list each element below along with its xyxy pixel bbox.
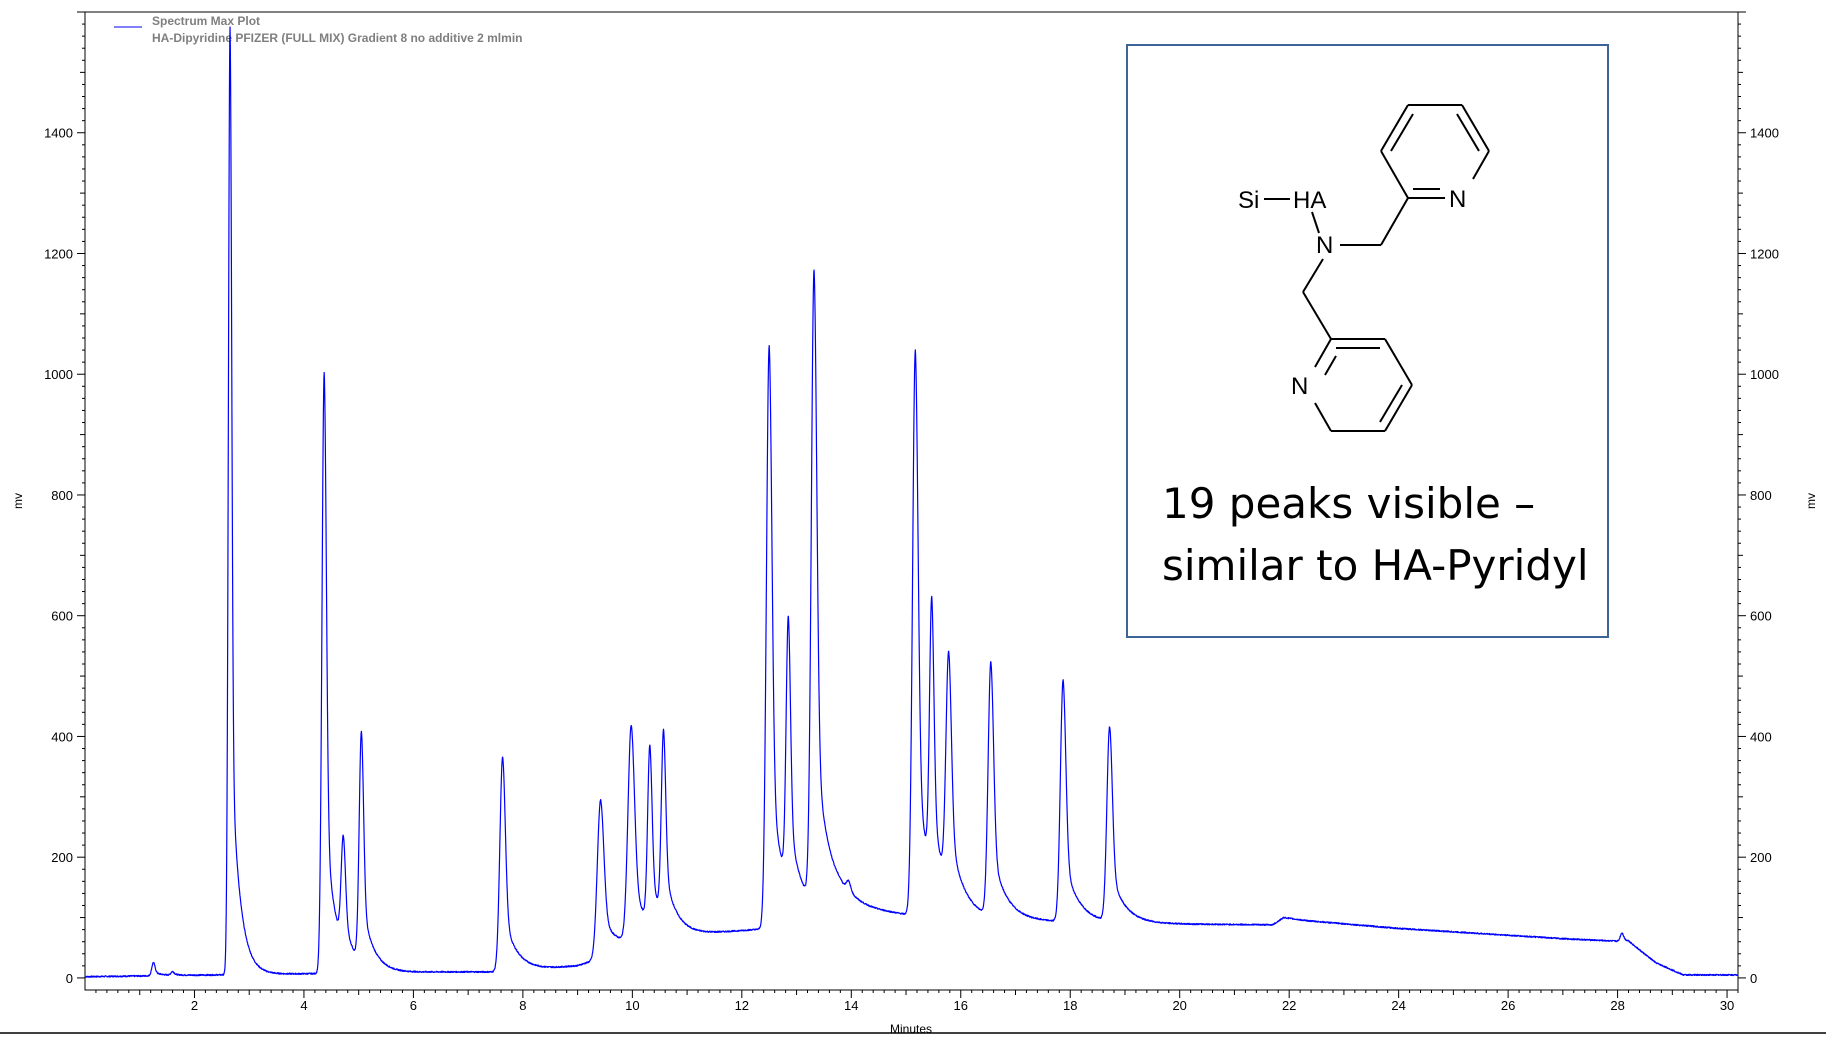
y-tick-label-right: 600 [1750, 609, 1772, 624]
x-tick-label: 26 [1501, 998, 1515, 1013]
x-tick-label: 24 [1391, 998, 1405, 1013]
y-tick-label-right: 0 [1750, 971, 1757, 986]
y-tick-label-left: 0 [66, 971, 73, 986]
x-tick-label: 8 [519, 998, 526, 1013]
y-tick-label-left: 1400 [44, 126, 73, 141]
ch2-ring-top-bond [1380, 197, 1409, 246]
pyridine-top-n-label: N [1449, 186, 1466, 213]
y-axis-label-right: mv [1804, 493, 1818, 509]
y-axis-left: 0 200 400 600 800 1000 1200 1400 [44, 11, 85, 986]
x-tick-label: 18 [1063, 998, 1077, 1013]
x-tick-label: 6 [410, 998, 417, 1013]
plot-area-frame [84, 11, 1739, 991]
x-tick-label: 22 [1282, 998, 1296, 1013]
x-tick-label: 28 [1610, 998, 1624, 1013]
ch2-ring-bottom-bond [1302, 291, 1332, 340]
legend-subtitle: HA-Dipyridine PFIZER (FULL MIX) Gradient… [152, 31, 522, 45]
amine-n-label: N [1316, 232, 1333, 259]
x-tick-label: 14 [844, 998, 858, 1013]
y-tick-label-left: 200 [51, 850, 73, 865]
x-tick-label: 30 [1720, 998, 1734, 1013]
ha-n-bond [1311, 211, 1320, 234]
x-tick-label: 12 [735, 998, 749, 1013]
y-tick-label-left: 800 [51, 488, 73, 503]
x-tick-label: 4 [300, 998, 307, 1013]
y-tick-label-right: 1000 [1750, 367, 1779, 382]
y-tick-label-left: 1000 [44, 367, 73, 382]
y-axis-right: 0 200 400 600 800 1000 1200 1400 [1738, 11, 1779, 986]
si-label: Si [1238, 187, 1259, 214]
y-tick-label-right: 1400 [1750, 126, 1779, 141]
y-tick-label-right: 400 [1750, 729, 1772, 744]
annotation-line-2: similar to HA-Pyridyl [1162, 541, 1589, 590]
pyridine-bottom-n-label: N [1291, 373, 1308, 400]
x-axis-label: Minutes [890, 1022, 932, 1036]
n-ch2-bottom-bond [1302, 258, 1324, 293]
y-tick-label-right: 1200 [1750, 246, 1779, 261]
x-tick-label: 2 [191, 998, 198, 1013]
annotation-line-1: 19 peaks visible – [1162, 479, 1535, 528]
inset-box [1126, 44, 1609, 638]
y-tick-label-right: 800 [1750, 488, 1772, 503]
y-tick-label-left: 600 [51, 609, 73, 624]
x-tick-label: 20 [1172, 998, 1186, 1013]
legend-entry: Spectrum Max Plot [152, 14, 260, 28]
molecule-structure: Si HA N N [1238, 104, 1490, 432]
chromatogram-trace [84, 26, 1739, 978]
pyridine-ring-bottom [1314, 338, 1413, 432]
y-tick-label-left: 1200 [44, 246, 73, 261]
pyridine-ring-top [1380, 104, 1490, 199]
y-tick-label-left: 400 [51, 729, 73, 744]
ha-label: HA [1293, 187, 1326, 214]
x-tick-label: 16 [954, 998, 968, 1013]
y-axis-label-left: mv [11, 493, 25, 509]
y-tick-label-right: 200 [1750, 850, 1772, 865]
x-tick-label: 10 [625, 998, 639, 1013]
